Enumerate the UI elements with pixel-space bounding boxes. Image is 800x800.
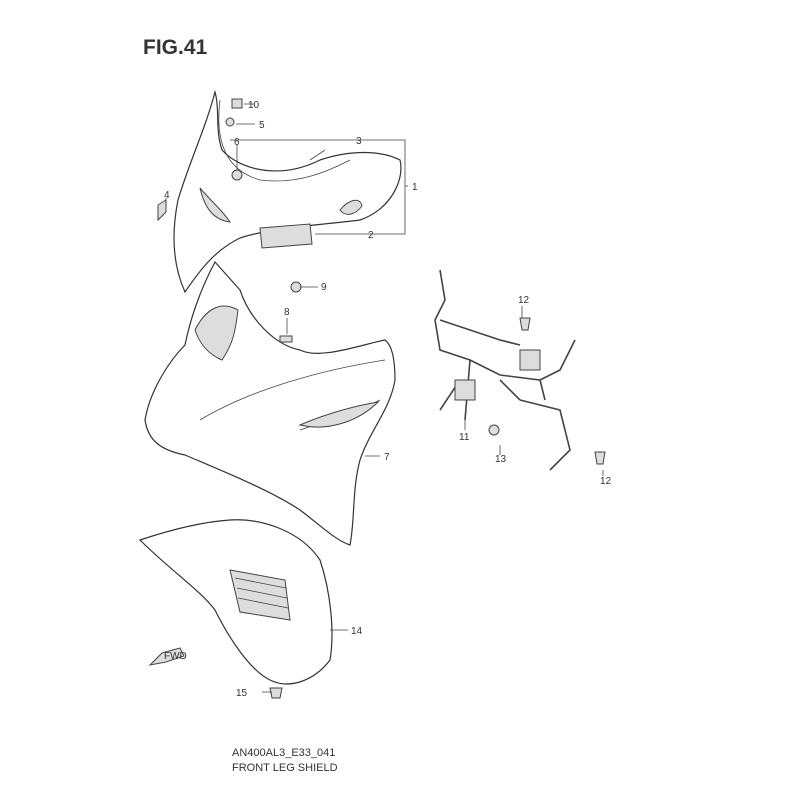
callout-12-top[interactable]: 12 [518, 295, 530, 306]
clip-10 [231, 98, 243, 109]
callout-11[interactable]: 11 [459, 432, 470, 443]
callout-1[interactable]: 1 [412, 182, 418, 193]
callout-5[interactable]: 5 [259, 120, 265, 131]
screw-15 [269, 687, 283, 699]
leg-shield-part[interactable] [144, 260, 396, 546]
callout-3[interactable]: 3 [356, 136, 362, 147]
callout-10[interactable]: 10 [248, 100, 260, 111]
bracket-part[interactable] [434, 269, 576, 471]
callout-6[interactable]: 6 [234, 137, 240, 148]
bolt-12b [594, 451, 606, 465]
grommet-6 [231, 169, 243, 181]
forward-arrow-icon: FWD [148, 647, 187, 666]
callout-13[interactable]: 13 [495, 454, 507, 465]
collar-13 [488, 424, 500, 436]
callout-12-bottom[interactable]: 12 [600, 476, 612, 487]
callout-9[interactable]: 9 [321, 282, 327, 293]
clip-9 [290, 281, 302, 293]
diagram-caption: FRONT LEG SHIELD [232, 762, 338, 774]
clip-4 [157, 199, 167, 222]
emblem-part [259, 223, 313, 249]
diagram-code: AN400AL3_E33_041 [232, 747, 336, 759]
callout-2[interactable]: 2 [368, 230, 374, 241]
figure-title: FIG.41 [143, 36, 208, 59]
screw-8 [279, 335, 293, 343]
callout-7[interactable]: 7 [384, 452, 390, 463]
bolt-12 [519, 317, 531, 331]
screw-5 [225, 117, 235, 127]
callout-15[interactable]: 15 [236, 688, 248, 699]
forward-arrow-label: FWD [164, 651, 187, 662]
inner-cover-part[interactable] [138, 519, 333, 685]
upper-cover-part[interactable] [173, 89, 402, 294]
callout-4[interactable]: 4 [164, 190, 170, 201]
callout-14[interactable]: 14 [351, 626, 363, 637]
callout-8[interactable]: 8 [284, 307, 290, 318]
